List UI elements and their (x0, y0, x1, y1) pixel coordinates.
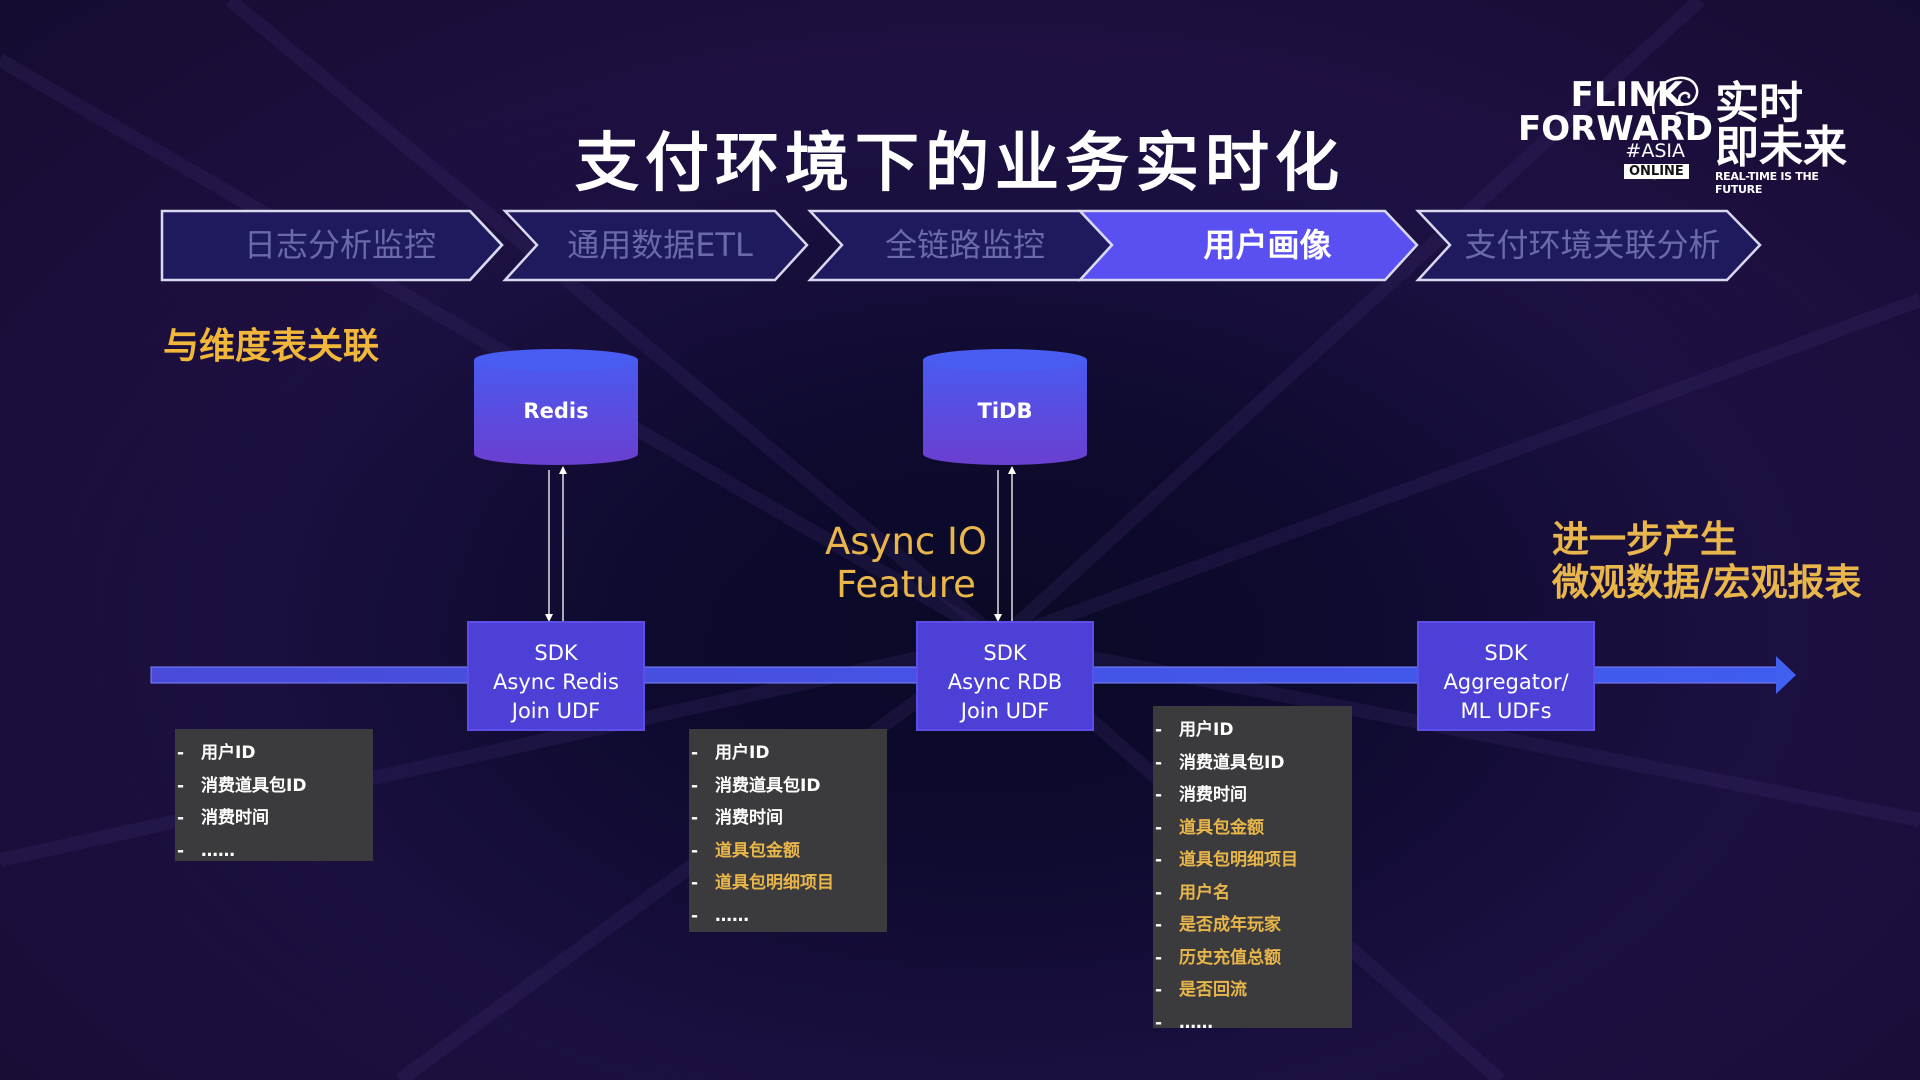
redis-label: Redis (523, 399, 589, 423)
field-item: 用户名 (1153, 877, 1352, 910)
flink-forward-logo: FLINK FORWARD #ASIA 2021 ONLINE 实时 即未来 R… (1518, 76, 1848, 196)
async-io-note: Async IO Feature (824, 520, 988, 606)
chevron-label-2: 通用数据ETL (567, 226, 753, 264)
field-item: 用户ID (689, 737, 887, 770)
tidb-cylinder (923, 349, 1087, 465)
field-item: …… (1153, 1007, 1352, 1040)
chevron-2 (502, 209, 809, 282)
field-item: 道具包明细项目 (1153, 844, 1352, 877)
logo-online-badge: ONLINE (1624, 164, 1689, 179)
field-item: 是否回流 (1153, 974, 1352, 1007)
chevron-label-1: 日志分析监控 (243, 226, 436, 264)
field-item: 消费道具包ID (689, 770, 887, 803)
stream-arrowhead (1776, 656, 1796, 694)
fields-panel-3: 用户ID消费道具包ID消费时间道具包金额道具包明细项目用户名是否成年玩家历史充值… (1153, 706, 1352, 1039)
chevron-label-4: 用户画像 (1203, 226, 1332, 264)
field-item: 用户ID (1153, 714, 1352, 747)
field-item: 消费道具包ID (175, 770, 373, 803)
section-title: 与维度表关联 (163, 326, 380, 367)
chevron-4 (1077, 209, 1419, 282)
squirrel-icon (1651, 76, 1699, 116)
field-item: 消费时间 (175, 802, 373, 835)
field-item: 是否成年玩家 (1153, 909, 1352, 942)
field-item: 消费时间 (689, 802, 887, 835)
field-item: 道具包明细项目 (689, 867, 887, 900)
redis-cylinder (474, 349, 638, 465)
field-item: 消费道具包ID (1153, 747, 1352, 780)
logo-tagline: REAL-TIME IS THE FUTURE (1715, 170, 1819, 196)
logo-chinese: 实时 即未来 (1715, 78, 1847, 173)
chevron-label-5: 支付环境关联分析 (1464, 226, 1721, 264)
field-item: 道具包金额 (689, 835, 887, 868)
tidb-label: TiDB (977, 399, 1033, 423)
field-item: 道具包金额 (1153, 812, 1352, 845)
fields-panel-2: 用户ID消费道具包ID消费时间道具包金额道具包明细项目…… (689, 729, 887, 932)
field-item: …… (689, 900, 887, 933)
field-item: 历史充值总额 (1153, 942, 1352, 975)
field-item: 用户ID (175, 737, 373, 770)
field-item: …… (175, 835, 373, 868)
fields-panel-1: 用户ID消费道具包ID消费时间…… (175, 729, 373, 867)
field-item: 消费时间 (1153, 779, 1352, 812)
process-chevron-bar (160, 209, 1762, 282)
chevron-label-3: 全链路监控 (884, 226, 1045, 264)
output-note: 进一步产生 微观数据/宏观报表 (1552, 518, 1862, 604)
page-title: 支付环境下的业务实时化 (575, 127, 1345, 201)
chevron-5 (1415, 209, 1762, 282)
